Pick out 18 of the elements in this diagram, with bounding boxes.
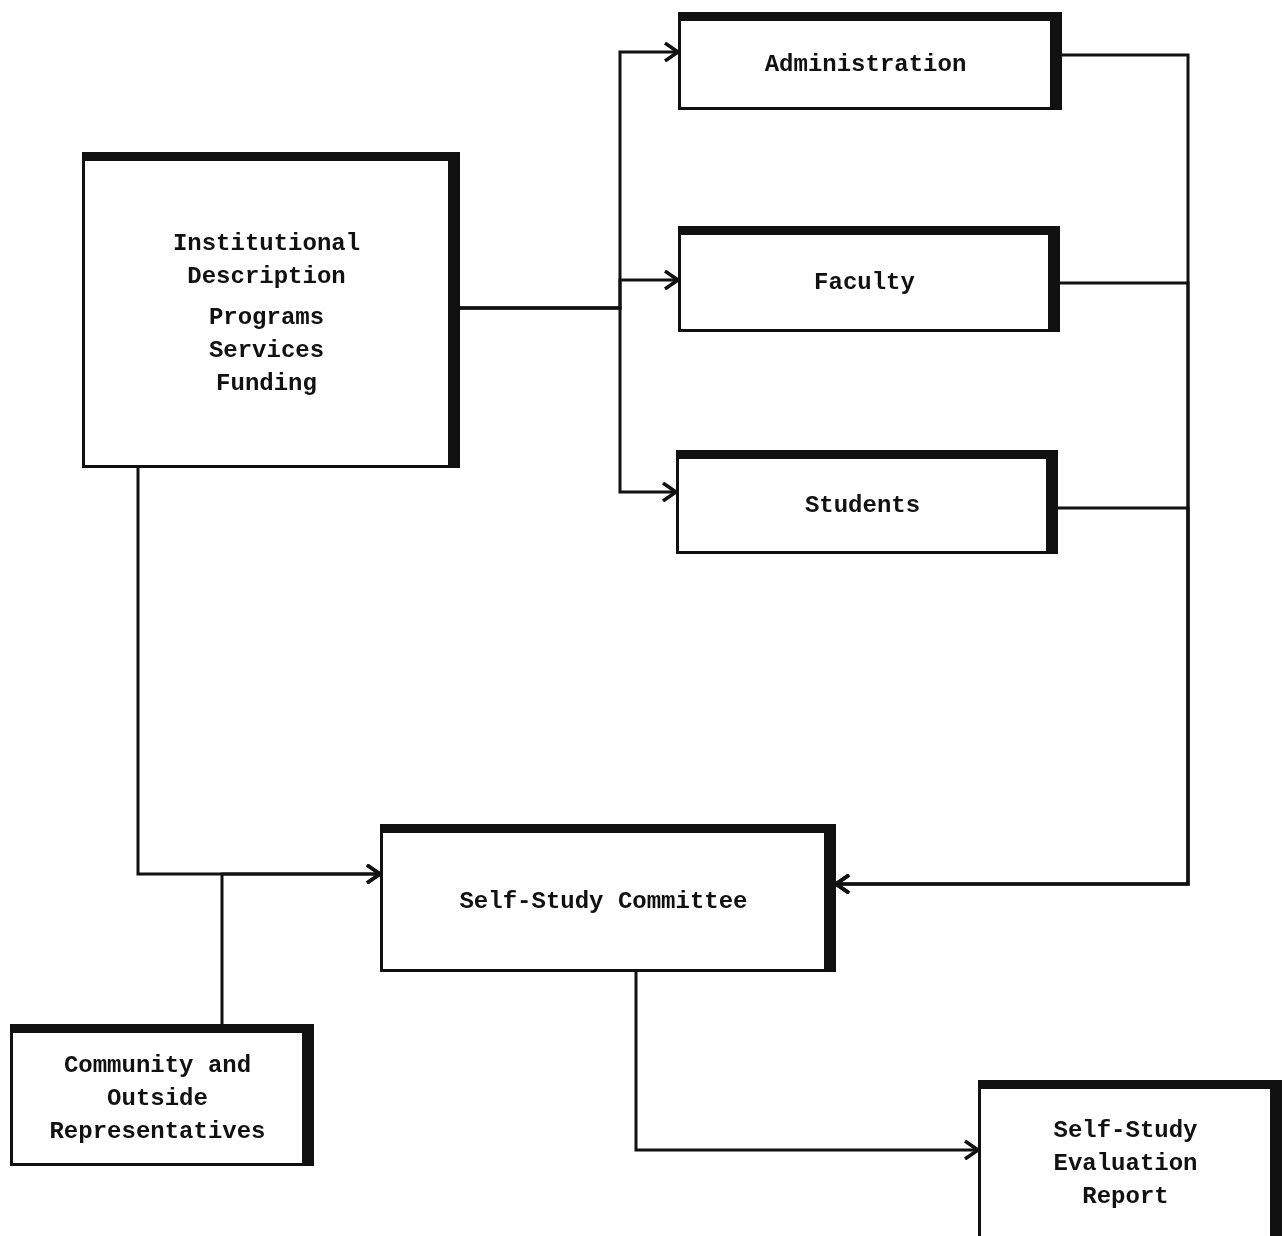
box-label: Administration [764, 49, 967, 80]
process-box [678, 226, 1060, 332]
connector-arrow [634, 972, 980, 1161]
box-label: Self-Study Committee [459, 886, 748, 917]
connector-arrow [220, 863, 382, 1024]
process-box [676, 450, 1058, 554]
process-box [978, 1080, 1282, 1236]
box-label: Community and Outside Representatives [48, 1050, 267, 1147]
process-box [678, 12, 1062, 110]
box-label: Faculty [814, 267, 915, 298]
process-box [82, 152, 460, 468]
process-box [10, 1024, 314, 1166]
box-label: Students [804, 490, 921, 521]
connector-arrow [460, 306, 678, 503]
process-box [380, 824, 836, 972]
box-label: Institutional Description [171, 228, 362, 292]
box-label: Self-Study Evaluation Report [1052, 1115, 1199, 1212]
box-label: Programs Services Funding [207, 302, 326, 399]
